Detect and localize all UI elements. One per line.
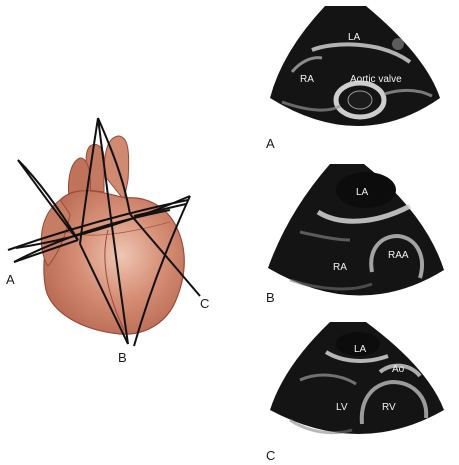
la-chamber — [336, 172, 396, 208]
plane-c-line — [133, 195, 191, 347]
label-la: LA — [354, 344, 367, 355]
plane-a-line — [17, 159, 79, 241]
label-ra: RA — [300, 74, 314, 85]
panel-letter-c: C — [266, 448, 275, 463]
echo-panel-c: LA Ao LV RV — [270, 322, 444, 435]
echo-sector-b — [268, 164, 444, 296]
echo-wall — [290, 56, 323, 73]
label-la: LA — [348, 32, 361, 43]
echo-wall — [311, 42, 412, 64]
plane-b-line — [79, 117, 99, 245]
plane-b-line — [97, 117, 131, 215]
plane-b-line — [79, 243, 129, 345]
label-aortic-valve: Aortic valve — [350, 74, 402, 85]
plane-a-label: A — [6, 272, 15, 287]
panel-letter-b: B — [266, 290, 275, 305]
aortic-valve-ring — [333, 80, 387, 120]
label-raa: RAA — [388, 250, 409, 261]
interventricular-groove — [104, 229, 125, 331]
ao-wall — [378, 363, 422, 378]
plane-c-label: C — [200, 296, 209, 311]
label-la: LA — [356, 187, 369, 198]
la-chamber — [336, 332, 380, 356]
rv-boundary — [359, 379, 429, 425]
raa-boundary — [369, 233, 424, 279]
panel-letter-a: A — [266, 136, 275, 151]
echo-wall — [281, 100, 341, 112]
echo-wall — [324, 350, 389, 363]
plane-c-line — [129, 213, 201, 297]
plane-a-line — [13, 239, 79, 263]
echo-wall — [289, 418, 353, 435]
lv-boundary — [299, 373, 357, 386]
echo-speckle — [347, 90, 373, 110]
echo-wall — [316, 203, 412, 224]
plane-c-line — [15, 195, 191, 249]
echo-speckle — [392, 38, 404, 50]
label-ao: Ao — [392, 364, 405, 375]
plane-a-line — [7, 199, 189, 251]
label-lv: LV — [336, 402, 348, 413]
echo-wall — [289, 278, 373, 291]
plane-b-line — [97, 117, 129, 345]
plane-a-line — [13, 209, 171, 263]
imaging-planes — [7, 117, 201, 347]
echo-sector-c — [270, 322, 444, 434]
echo-wall — [299, 230, 351, 242]
echo-panel-b: LA RA RAA — [268, 164, 444, 296]
label-ra: RA — [333, 262, 347, 273]
echo-panel-a: LA RA Aortic valve — [270, 6, 440, 126]
plane-a-line — [17, 159, 79, 241]
echo-wall — [383, 88, 433, 98]
label-rv: RV — [382, 402, 396, 413]
echo-sector-a — [270, 6, 440, 126]
plane-b-label: B — [118, 350, 127, 365]
